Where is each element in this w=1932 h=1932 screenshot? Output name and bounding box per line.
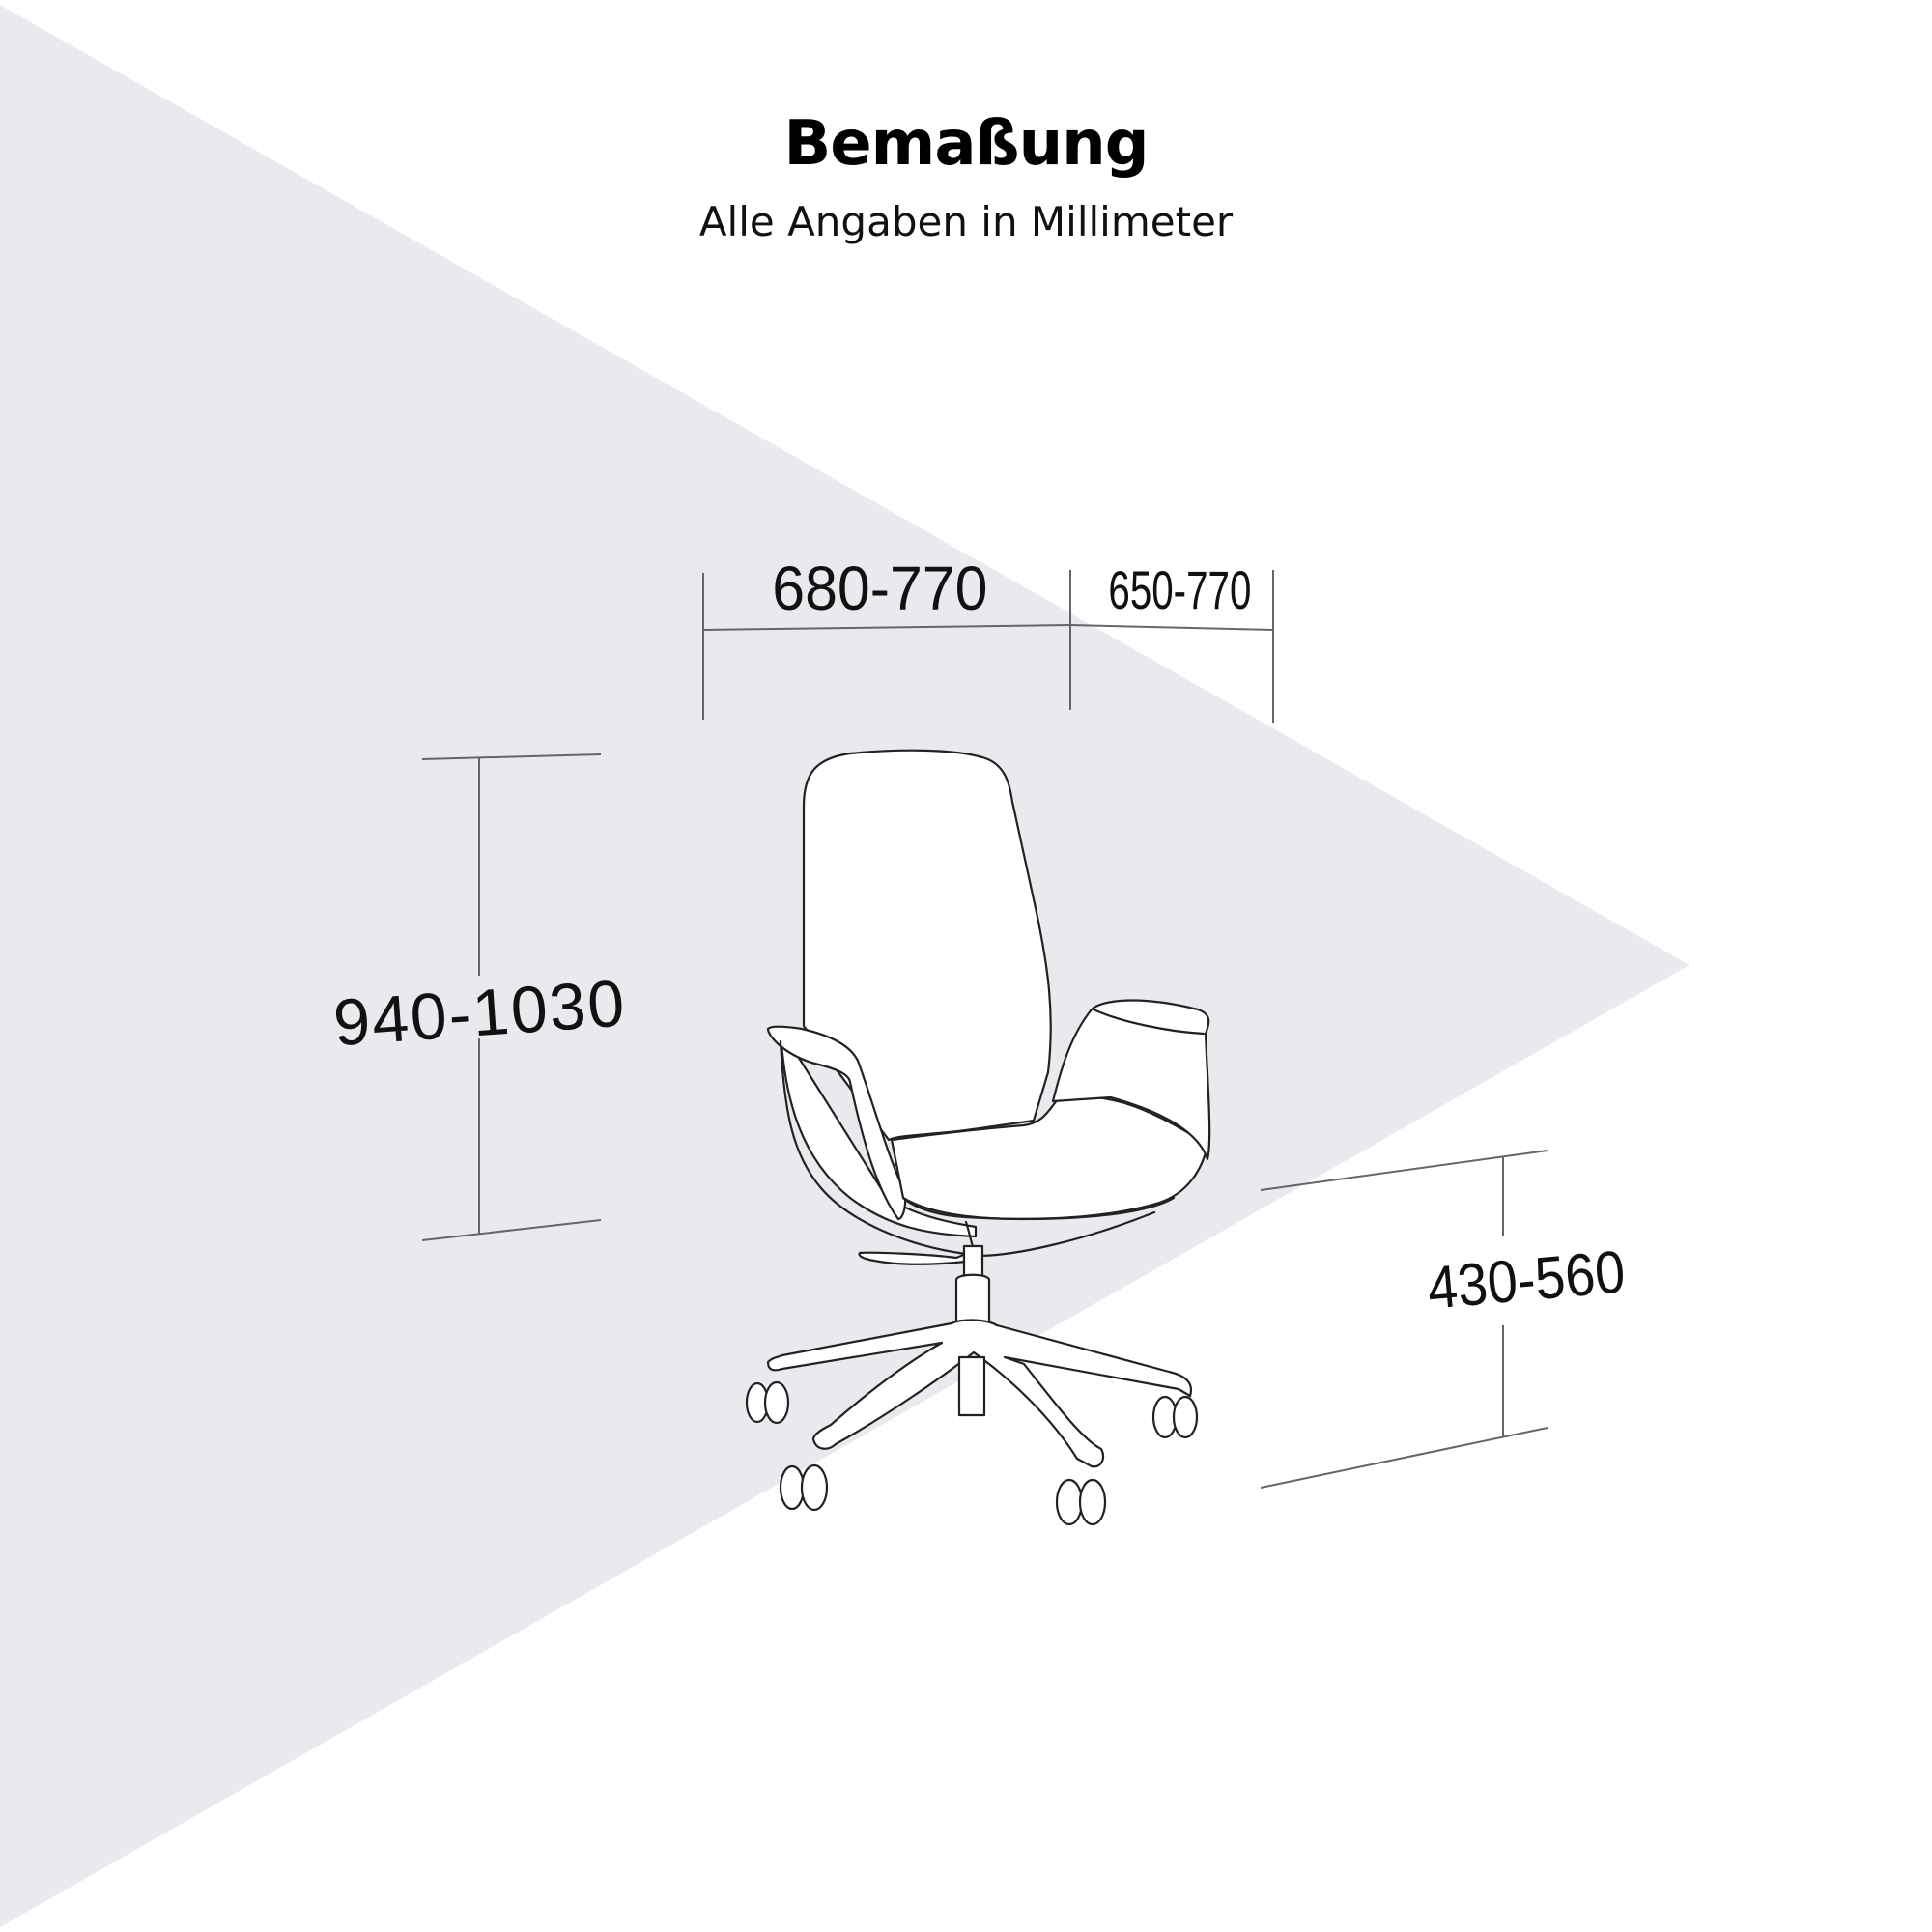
right-armrest <box>1051 999 1211 1161</box>
caster-right-front <box>1055 1478 1107 1526</box>
caster-left-front <box>779 1463 829 1512</box>
chair-backrest <box>802 749 1052 1142</box>
caster-left-back <box>745 1380 790 1425</box>
gas-lift-column <box>962 1244 984 1279</box>
page-title: Bemaßung <box>783 108 1149 180</box>
chair-shell <box>779 1027 978 1238</box>
height-lever <box>858 1250 973 1265</box>
five-star-base <box>766 1319 1193 1468</box>
caster-right-back <box>1151 1395 1199 1439</box>
page-subtitle: Alle Angaben in Millimeter <box>698 198 1234 245</box>
